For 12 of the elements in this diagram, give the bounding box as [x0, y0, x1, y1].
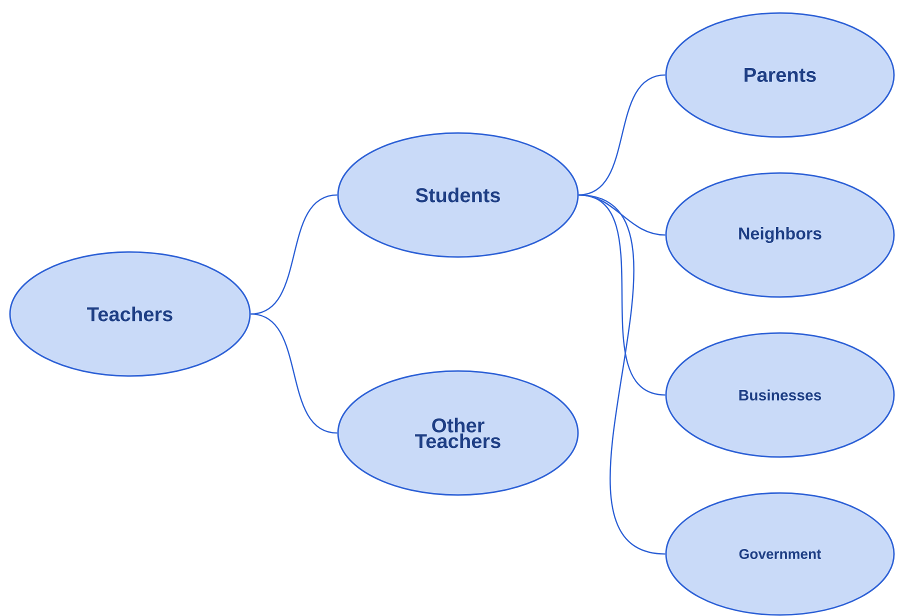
- ellipse-node: Government: [665, 492, 895, 616]
- ellipse-node: Other Teachers: [337, 370, 579, 496]
- ellipse-node: Students: [337, 132, 579, 258]
- connector-curve: [250, 194, 338, 315]
- ellipse-node: Businesses: [665, 332, 895, 458]
- connector-curve: [578, 194, 666, 555]
- connector-curve: [250, 313, 338, 434]
- ellipse-node: Neighbors: [665, 172, 895, 298]
- ellipse-node: Teachers: [9, 251, 251, 377]
- connector-curve: [578, 194, 666, 236]
- connector-curve: [578, 74, 666, 196]
- ellipse-node: Parents: [665, 12, 895, 138]
